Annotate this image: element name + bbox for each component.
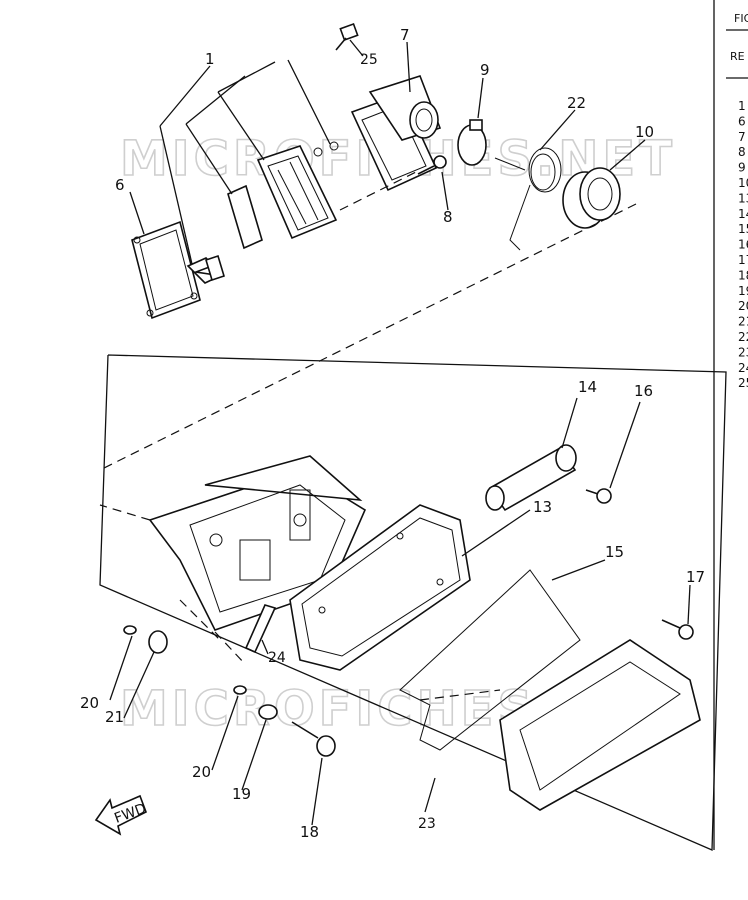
callout-20b: 20 (192, 763, 211, 781)
callout-7: 7 (400, 26, 410, 44)
part-grommets (123, 625, 336, 757)
part-gasket-6 (131, 220, 201, 320)
side-ref-number: 8 (738, 145, 746, 159)
side-ref-number: 23 (738, 345, 748, 359)
callout-15: 15 (605, 543, 624, 561)
callout-10: 10 (635, 123, 654, 141)
part-manifold-7 (350, 75, 442, 192)
housing-outline (99, 354, 727, 851)
side-ref-number: 18 (738, 268, 748, 282)
side-ref-number: 7 (738, 130, 746, 144)
side-heading-ref: RE (730, 50, 745, 63)
callout-1: 1 (205, 50, 215, 68)
side-ref-number: 16 (738, 238, 748, 252)
callout-24: 24 (268, 650, 286, 666)
callout-21: 21 (105, 708, 124, 726)
side-ref-number: 22 (738, 330, 748, 344)
side-ref-list: 167891013141516171819202122232425 (738, 99, 748, 390)
side-ref-number: 6 (738, 114, 746, 128)
callout-22: 22 (567, 94, 586, 112)
part-bolt-25 (335, 22, 359, 51)
callout-6: 6 (115, 176, 125, 194)
callout-14: 14 (578, 378, 597, 396)
part-element-13 (289, 504, 471, 671)
side-ref-number: 19 (738, 284, 748, 298)
side-ref-number: 10 (738, 176, 748, 190)
side-heading-fig: FIG (734, 12, 748, 25)
side-ref-number: 20 (738, 299, 748, 313)
callout-8: 8 (443, 208, 453, 226)
part-bolt-8 (417, 155, 447, 175)
callout-16: 16 (634, 382, 653, 400)
callout-25: 25 (360, 52, 378, 68)
part-hose-24 (244, 604, 277, 654)
side-ref-number: 1 (738, 99, 746, 113)
part-joint-10 (562, 167, 621, 229)
side-ref-number: 25 (738, 376, 748, 390)
callout-20a: 20 (80, 694, 99, 712)
callout-19: 19 (232, 785, 251, 803)
side-ref-number: 15 (738, 222, 748, 236)
part-pipe-14 (485, 444, 577, 512)
part-cover (499, 639, 701, 811)
part-seal-15 (399, 569, 581, 751)
callout-9: 9 (480, 61, 490, 79)
side-ref-number: 9 (738, 161, 746, 175)
part-clamp-9 (457, 119, 487, 166)
part-reed-valve-1 (256, 141, 339, 240)
side-ref-number: 21 (738, 315, 748, 329)
callout-18: 18 (300, 823, 319, 841)
part-spring-22 (494, 147, 562, 251)
fwd-label: FWD (112, 801, 148, 827)
side-ref-number: 13 (738, 191, 748, 205)
side-ref-number: 14 (738, 207, 748, 221)
side-ref-number: 24 (738, 361, 748, 375)
side-panel: FIG RE 167891013141516171819202122232425 (713, 0, 748, 850)
part-reed-plates (186, 184, 263, 284)
callout-17: 17 (686, 568, 705, 586)
side-ref-number: 17 (738, 253, 748, 267)
callout-13: 13 (533, 498, 552, 516)
part-screw-17 (661, 619, 694, 640)
fwd-arrow-icon: FWD (94, 794, 148, 836)
callout-23: 23 (418, 816, 436, 832)
part-screw-16 (585, 488, 612, 504)
